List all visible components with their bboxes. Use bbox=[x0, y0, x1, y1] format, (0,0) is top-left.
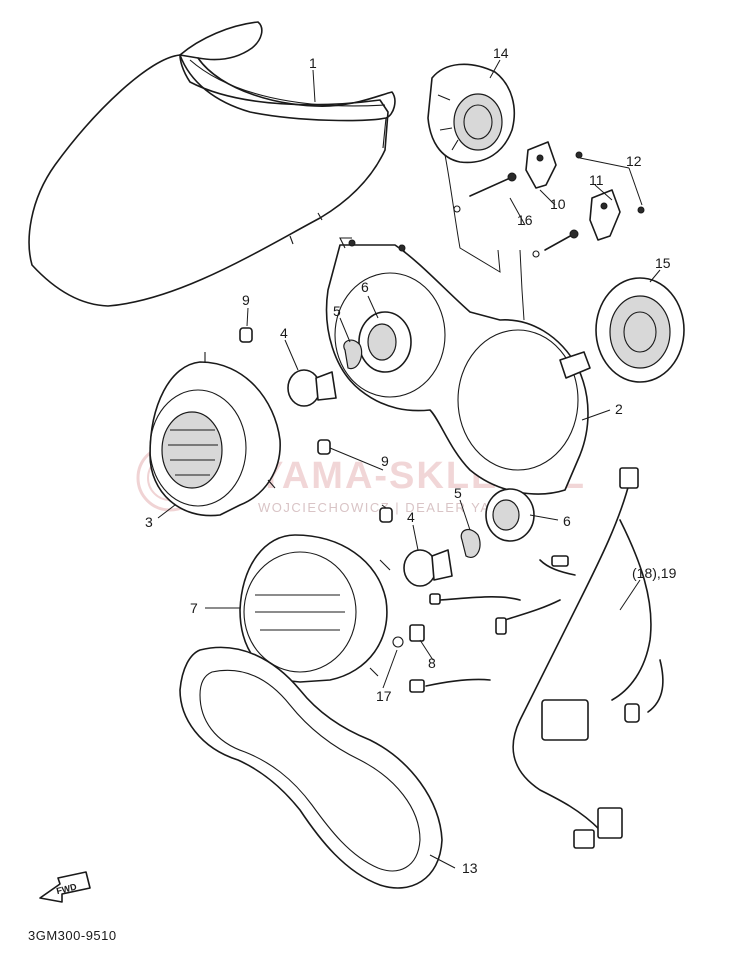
callout-4-upper: 4 bbox=[280, 325, 288, 341]
leader-lines bbox=[157, 59, 661, 869]
bulb-upper-part bbox=[287, 369, 337, 407]
headlight-unit-right-part bbox=[239, 534, 391, 683]
callout-18-19: (18),19 bbox=[632, 565, 677, 581]
windscreen-part bbox=[28, 21, 396, 307]
diagram-code: 3GM300-9510 bbox=[28, 928, 117, 943]
socket-upper-part bbox=[343, 311, 412, 373]
small-bulb-upper-part bbox=[239, 327, 253, 343]
headlight-bracket-part bbox=[427, 63, 516, 164]
headlight-cap-part bbox=[595, 277, 685, 383]
forward-label: FWD bbox=[55, 881, 78, 896]
small-bulb-lower-part bbox=[317, 439, 393, 523]
bulb-lower-part bbox=[403, 549, 453, 587]
headlight-housing-part bbox=[325, 237, 591, 495]
callout-10: 10 bbox=[550, 196, 566, 212]
mount-brackets-part bbox=[453, 141, 645, 258]
socket-lower-part bbox=[460, 488, 535, 558]
callout-labels: 1 2 3 4 4 5 5 6 6 7 8 9 9 10 11 12 13 14… bbox=[145, 45, 677, 876]
callout-5-lower: 5 bbox=[454, 485, 462, 501]
callout-4-lower: 4 bbox=[407, 509, 415, 525]
callout-5-upper: 5 bbox=[333, 303, 341, 319]
callout-16: 16 bbox=[517, 212, 533, 228]
callout-8: 8 bbox=[428, 655, 436, 671]
callout-3: 3 bbox=[145, 514, 153, 530]
callout-11: 11 bbox=[589, 172, 604, 188]
headlight-unit-left-part bbox=[149, 352, 281, 517]
callout-7: 7 bbox=[190, 600, 198, 616]
callout-6-lower: 6 bbox=[563, 513, 571, 529]
callout-17: 17 bbox=[376, 688, 392, 704]
callout-9-lower: 9 bbox=[381, 453, 389, 469]
callout-9-upper: 9 bbox=[242, 292, 250, 308]
callout-1: 1 bbox=[309, 55, 317, 71]
wire-harness-part bbox=[495, 467, 664, 849]
callout-12: 12 bbox=[626, 153, 642, 169]
headlight-rim-part bbox=[179, 646, 443, 889]
callout-15: 15 bbox=[655, 255, 671, 271]
callout-13: 13 bbox=[462, 860, 478, 876]
forward-arrow-icon: FWD bbox=[39, 871, 91, 903]
callout-6-upper: 6 bbox=[361, 279, 369, 295]
fasteners-part bbox=[392, 593, 521, 693]
callout-2: 2 bbox=[615, 401, 623, 417]
callout-14: 14 bbox=[493, 45, 509, 61]
